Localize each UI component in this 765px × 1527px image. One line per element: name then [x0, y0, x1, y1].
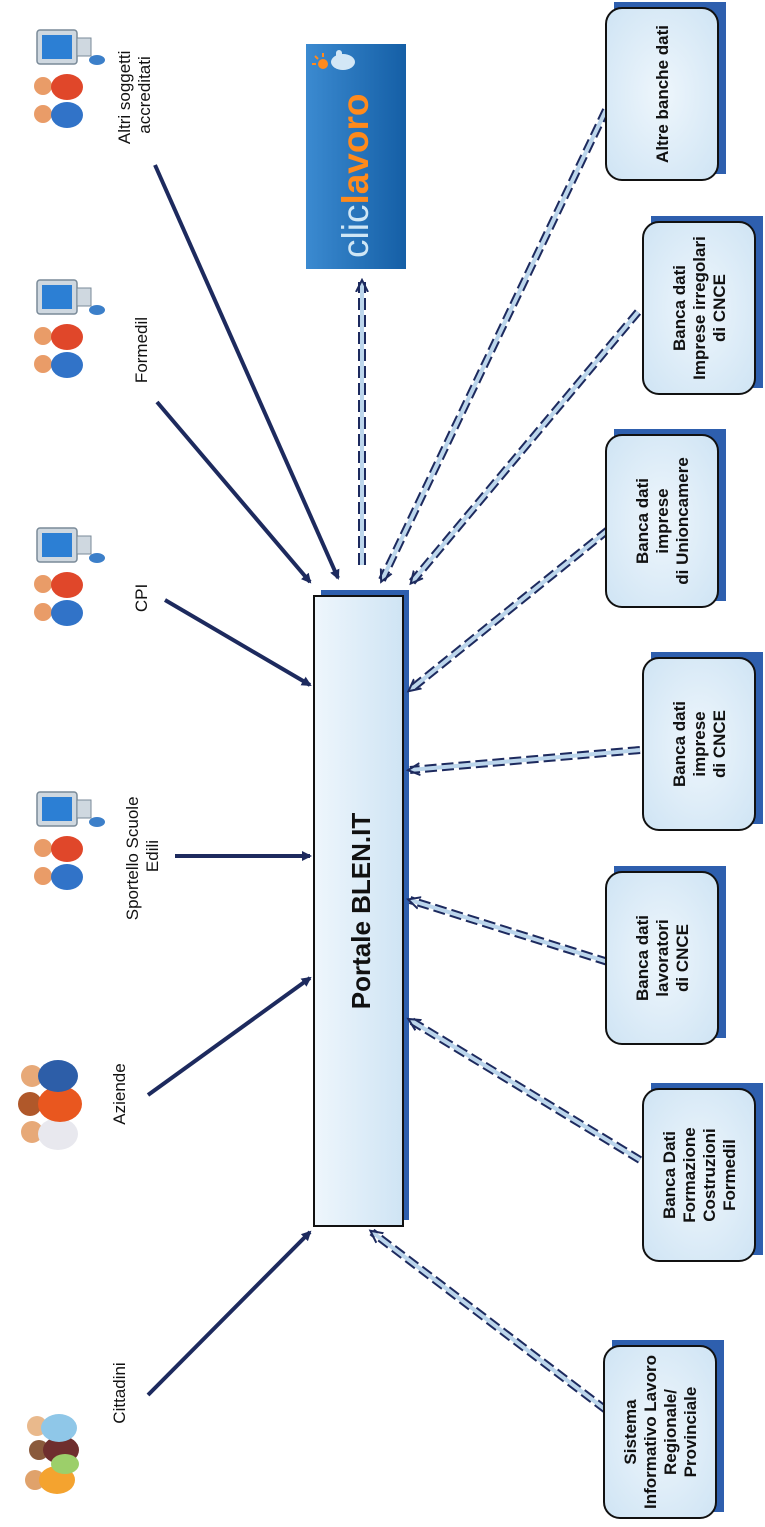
source-label-aziende: Aziende	[110, 1063, 129, 1124]
arrow-cittadini	[146, 1230, 312, 1397]
db-box-label-line: Banca dati	[670, 265, 689, 351]
db-box-label-line: Provinciale	[681, 1387, 700, 1478]
db-box-label: Banca datiimpresedi Unioncamere	[633, 457, 692, 585]
people-at-computer-icon-sportello	[34, 791, 105, 890]
db-box-label-line: Formazione	[680, 1127, 699, 1222]
db-box	[605, 434, 719, 608]
arrow-imprese-irregolari	[408, 309, 642, 582]
people-at-computer-icon-cpi	[34, 527, 105, 626]
cliclavoro-hand-icon	[312, 50, 355, 70]
arrow-altre-banche	[378, 108, 610, 580]
db-box-label-line: Banca dati	[633, 478, 652, 564]
portal-label: Portale BLEN.IT	[346, 813, 376, 1010]
source-label-cittadini: Cittadini	[110, 1362, 129, 1423]
portal-node: Portale BLEN.IT	[313, 590, 409, 1227]
people-group-icon	[25, 1414, 79, 1494]
db-box-label: Altre banche dati	[653, 25, 672, 163]
db-box-label-line: Regionale/	[661, 1389, 680, 1475]
db-box-label: Banca datiImprese irregolaridi CNCE	[670, 236, 729, 380]
arrow-altri	[153, 164, 340, 580]
source-arrows	[146, 164, 340, 1397]
db-box-label-line: Costruzioni	[700, 1128, 719, 1222]
db-box-label-line: di CNCE	[673, 924, 692, 992]
db-sistema-informativo-lavoro: SistemaInformativo LavoroRegionale/Provi…	[603, 1340, 724, 1519]
db-box-label-line: Banca dati	[633, 915, 652, 1001]
db-imprese-cnce: Banca datiimpresedi CNCE	[642, 652, 763, 831]
arrow-unioncamere	[410, 526, 611, 694]
db-formazione-costruzioni-formedil: Banca DatiFormazioneCostruzioniFormedil	[642, 1083, 763, 1262]
source-label-cpi: CPI	[132, 584, 151, 612]
portal-box	[313, 595, 404, 1227]
db-box-label-line: Banca dati	[670, 701, 689, 787]
db-box	[605, 7, 719, 181]
db-box-label-line: Imprese irregolari	[690, 236, 709, 380]
db-altre-banche-dati: Altre banche dati	[605, 2, 726, 181]
db-box	[605, 871, 719, 1045]
db-box-label-line: Banca Dati	[660, 1131, 679, 1219]
db-imprese-irregolari-cnce: Banca datiImprese irregolaridi CNCE	[642, 216, 763, 395]
db-box-label-line: lavoratori	[653, 919, 672, 996]
db-box	[642, 221, 756, 395]
db-box-label: Banca DatiFormazioneCostruzioniFormedil	[660, 1127, 739, 1222]
db-box-label-line: Altre banche dati	[653, 25, 672, 163]
database-boxes: SistemaInformativo LavoroRegionale/Provi…	[603, 2, 763, 1519]
arrow-lavoratori-cnce	[410, 896, 610, 966]
svg-text:cliclavoro: cliclavoro	[335, 94, 376, 259]
source-label-formedil: Formedil	[132, 317, 151, 383]
source-label-altri-soggetti-accreditati: Altri soggetti accreditati	[115, 46, 154, 144]
cliclavoro-logo-text-1: clic	[335, 205, 376, 258]
arrow-imprese-cnce	[410, 746, 641, 770]
people-at-computer-icon-altri	[34, 29, 105, 128]
arrow-formazione-formedil	[410, 1016, 643, 1164]
cliclavoro-logo-text-2: lavoro	[335, 94, 376, 205]
arrow-sistema-informativo	[372, 1228, 609, 1414]
cliclavoro-logo-bg	[306, 44, 406, 269]
db-box-label: Banca datilavoratoridi CNCE	[633, 915, 692, 1001]
arrow-cpi	[163, 598, 312, 687]
arrow-aziende	[146, 976, 312, 1097]
db-box	[642, 1088, 756, 1262]
db-box-label-line: imprese	[653, 488, 672, 553]
db-box-label: SistemaInformativo LavoroRegionale/Provi…	[621, 1355, 700, 1509]
db-box-label-line: Informativo Lavoro	[641, 1355, 660, 1509]
db-box	[603, 1345, 717, 1519]
db-box-label-line: Formedil	[720, 1139, 739, 1211]
business-people-icon	[18, 1060, 82, 1150]
db-imprese-unioncamere: Banca datiimpresedi Unioncamere	[605, 429, 726, 608]
db-box-label: Banca datiimpresedi CNCE	[670, 701, 729, 787]
arrow-formedil	[155, 400, 312, 584]
database-arrows	[362, 108, 643, 1414]
people-at-computer-icon-formedil	[34, 279, 105, 378]
cliclavoro-logo: cliclavoro	[306, 44, 406, 269]
db-lavoratori-cnce: Banca datilavoratoridi CNCE	[605, 866, 726, 1045]
source-labels: Cittadini Aziende Sportello Scuole Edili…	[110, 46, 162, 1424]
db-box-label-line: di CNCE	[710, 274, 729, 342]
source-label-sportello-scuole-edili: Sportello Scuole Edili	[123, 792, 162, 921]
db-box-label-line: imprese	[690, 711, 709, 776]
db-box	[642, 657, 756, 831]
db-box-label-line: Sistema	[621, 1399, 640, 1465]
db-box-label-line: di Unioncamere	[673, 457, 692, 585]
db-box-label-line: di CNCE	[710, 710, 729, 778]
